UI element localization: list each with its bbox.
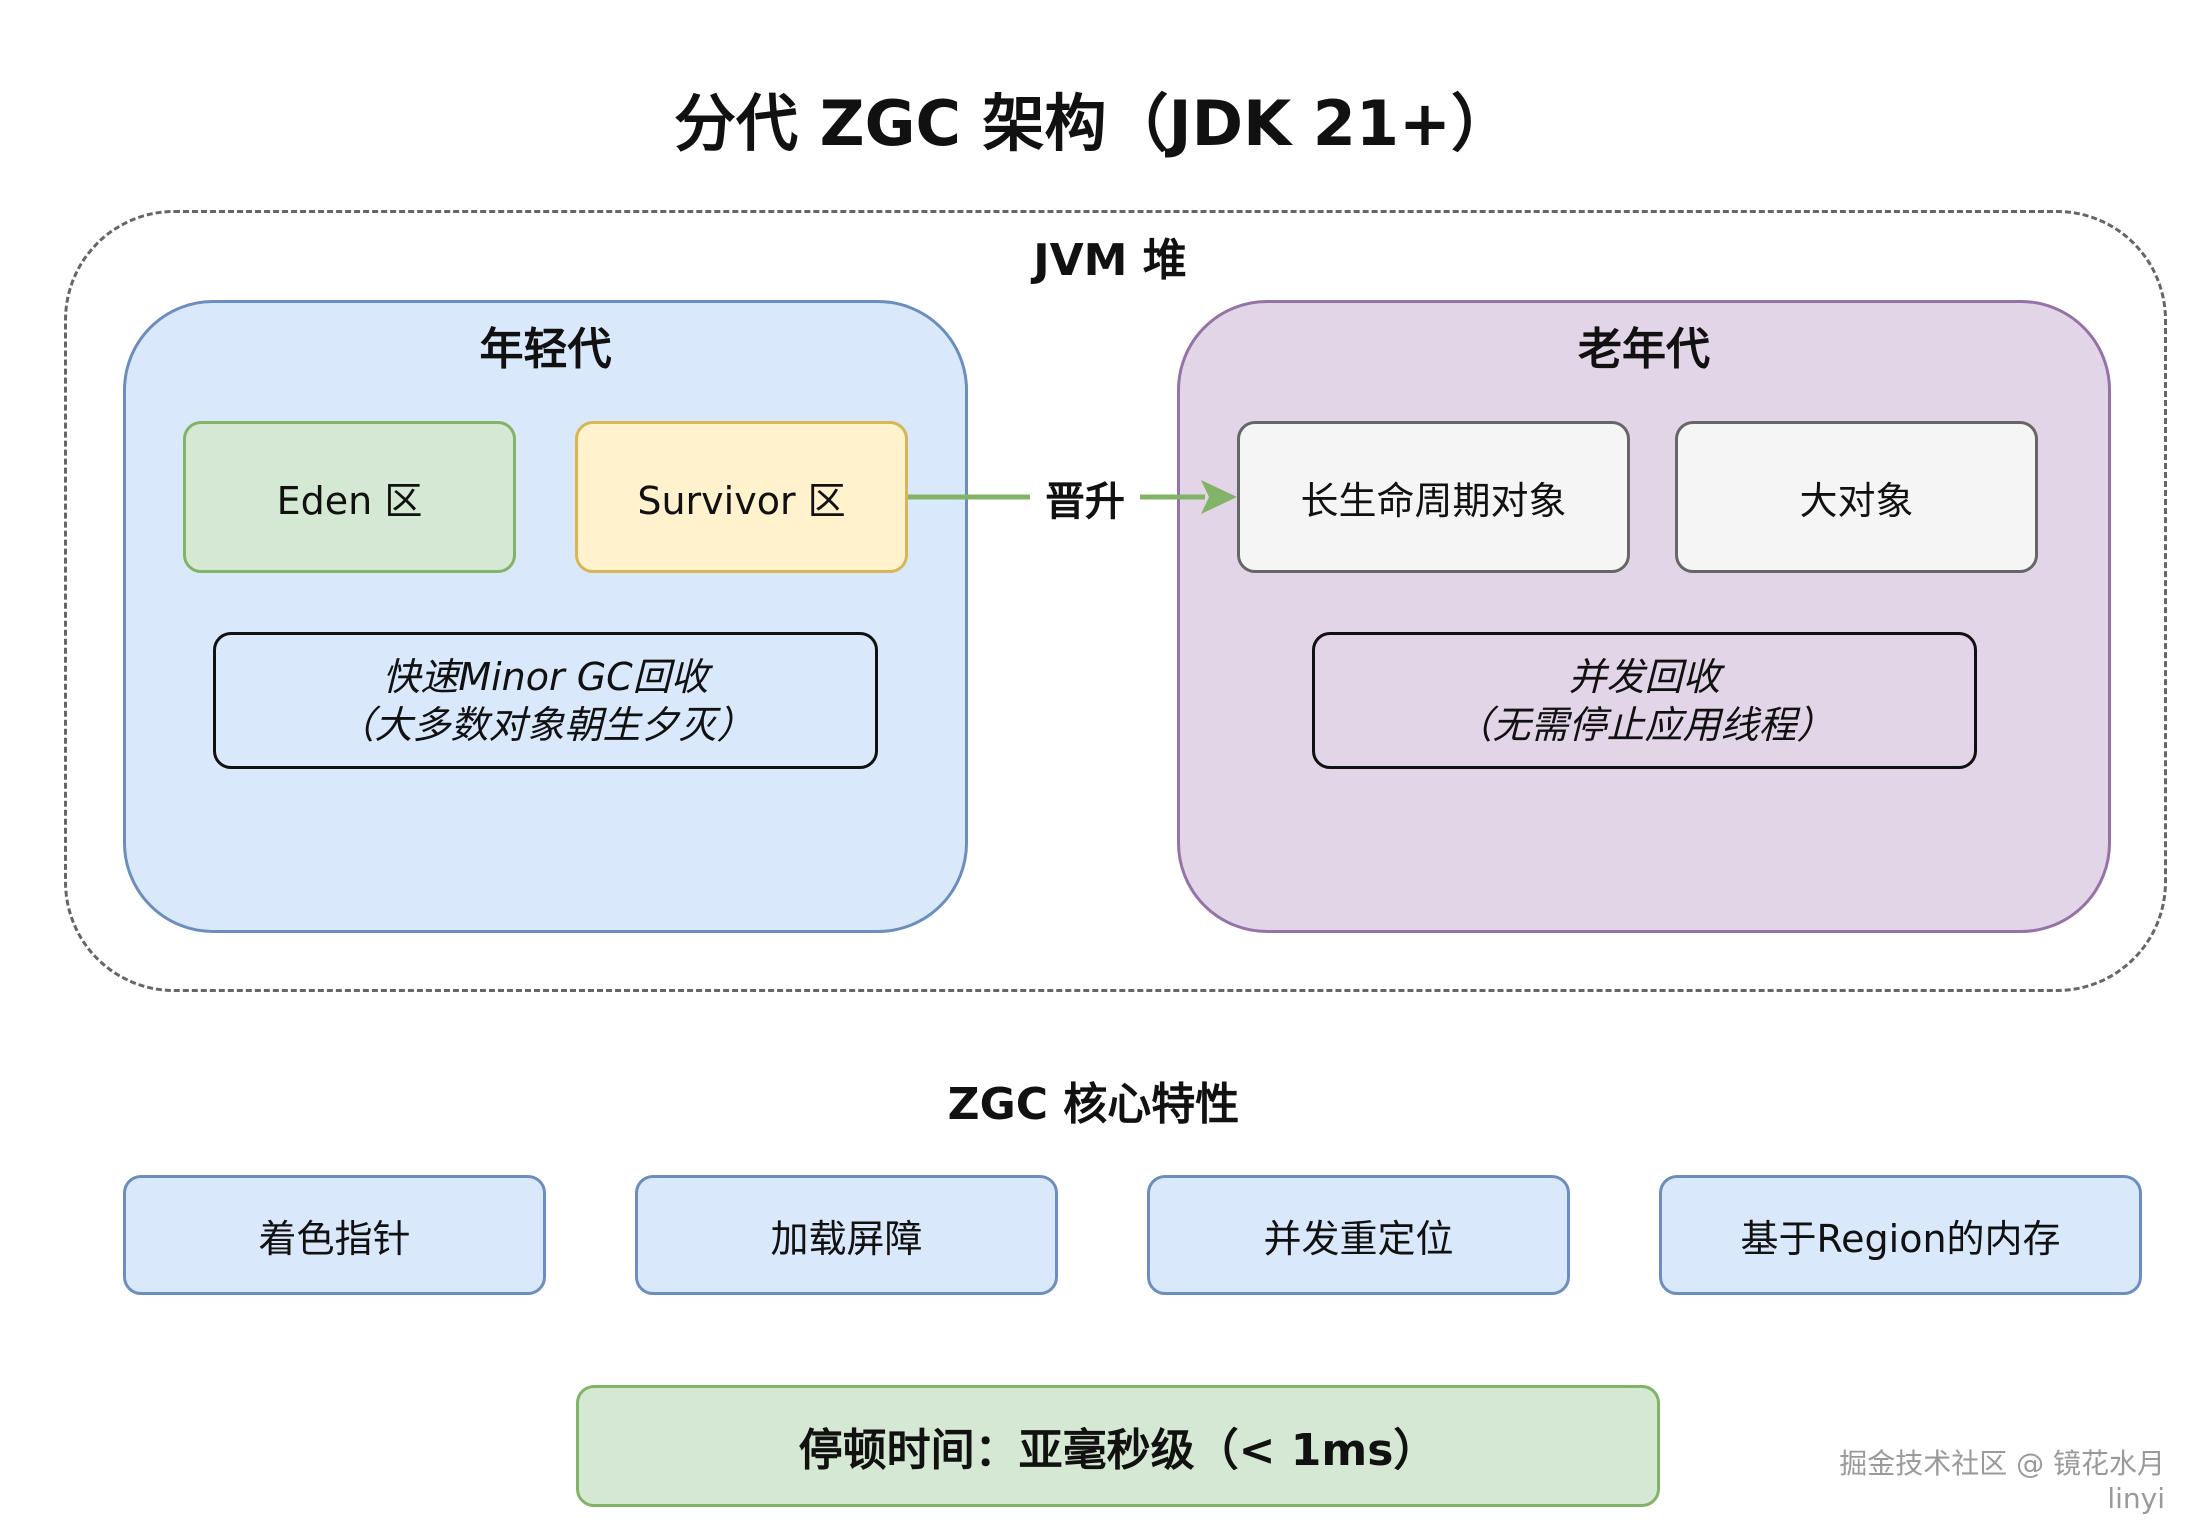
feature-load-barrier: 加载屏障	[635, 1175, 1058, 1295]
old-generation-container	[1177, 300, 2111, 933]
young-gc-note: 快速Minor GC回收 （大多数对象朝生夕灭）	[213, 632, 878, 769]
jvm-heap-label: JVM 堆	[1033, 235, 1187, 286]
young-generation-container	[123, 300, 968, 933]
feature-colored-pointers: 着色指针	[123, 1175, 546, 1295]
features-title: ZGC 核心特性	[947, 1079, 1240, 1130]
young-generation-label: 年轻代	[479, 324, 612, 375]
feature-region-based-memory: 基于Region的内存	[1659, 1175, 2142, 1295]
eden-region: Eden 区	[183, 421, 516, 573]
old-gc-note-line1: 并发回收	[1568, 654, 1721, 699]
feature-concurrent-relocation: 并发重定位	[1147, 1175, 1570, 1295]
old-gc-note: 并发回收 （无需停止应用线程）	[1312, 632, 1977, 769]
old-gc-note-line2: （无需停止应用线程）	[1454, 702, 1835, 747]
survivor-region: Survivor 区	[575, 421, 908, 573]
jvm-heap-boundary	[64, 210, 2167, 992]
promotion-label: 晋升	[1030, 470, 1140, 526]
watermark: 掘金技术社区 @ 镜花水月linyi	[1839, 1446, 2165, 1515]
old-generation-label: 老年代	[1578, 324, 1710, 375]
pause-time-box: 停顿时间：亚毫秒级（< 1ms）	[576, 1385, 1660, 1507]
young-gc-note-line2: （大多数对象朝生夕灭）	[336, 702, 755, 747]
large-objects-region: 大对象	[1675, 421, 2038, 573]
long-lived-objects-region: 长生命周期对象	[1237, 421, 1630, 573]
young-gc-note-line1: 快速Minor GC回收	[382, 654, 709, 699]
diagram-title: 分代 ZGC 架构（JDK 21+）	[674, 87, 1513, 160]
